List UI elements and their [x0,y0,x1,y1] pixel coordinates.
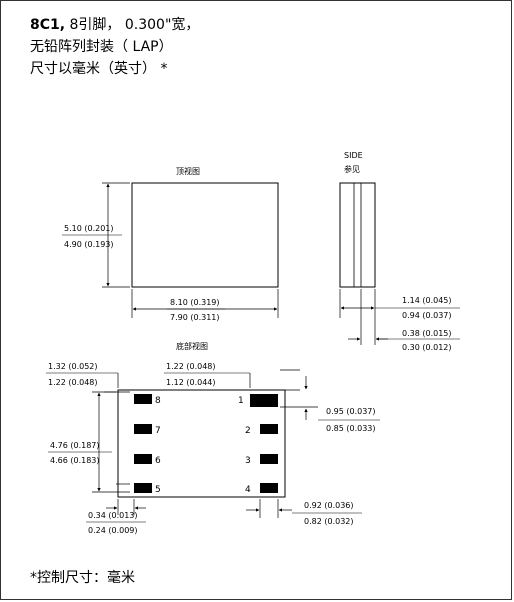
corner-min-label: 0.24 (0.009) [88,526,138,535]
side-view-label: SIDE [344,151,363,160]
pitch-min-label: 1.12 (0.044) [166,378,216,387]
title-block: 8C1, 8引脚， 0.300"宽， 无铅阵列封装（ LAP） 尺寸以毫米（英寸… [30,14,199,80]
title-line-3: 尺寸以毫米（英寸） * [30,61,168,77]
pad-6 [134,454,152,464]
side-view-body [339,182,376,288]
pad-1 [250,394,278,407]
title-line-1: 8C1, 8引脚， 0.300"宽， [30,14,199,36]
pin-label-1: 1 [238,396,244,406]
top-view-body [131,182,279,288]
package-description: 8引脚， 0.300"宽， [65,17,200,33]
pad-length-min-label: 0.82 (0.032) [304,517,354,526]
pad-2 [260,424,278,434]
pad-5 [134,483,152,493]
lead-thickness-min-label: 0.30 (0.012) [402,343,452,352]
height-max-label: 5.10 (0.201) [64,224,114,233]
bottom-view-body [117,389,286,498]
edge-left-max-label: 1.32 (0.052) [48,362,98,371]
pad-width-max-label: 0.95 (0.037) [326,407,376,416]
corner-max-label: 0.34 (0.013) [88,511,138,520]
pin-label-6: 6 [155,456,161,466]
bottom-view-label: 底部视图 [176,341,208,351]
width-min-label: 7.90 (0.311) [170,313,220,322]
pad-8 [134,394,152,404]
lead-thickness-max-label: 0.38 (0.015) [402,329,452,338]
title-line-2: 无铅阵列封装（ LAP） [30,39,173,55]
pin-label-3: 3 [245,456,251,466]
edge-left-min-label: 1.22 (0.048) [48,378,98,387]
package-code: 8C1, [30,17,66,33]
height-min-label: 4.90 (0.193) [64,240,114,249]
pad-width-min-label: 0.85 (0.033) [326,424,376,433]
pin-label-5: 5 [155,485,161,495]
pad-4 [260,483,278,493]
pin-label-7: 7 [155,426,161,436]
span-min-label: 4.66 (0.183) [50,456,100,465]
pad-3 [260,454,278,464]
thickness-max-label: 1.14 (0.045) [402,296,452,305]
thickness-min-label: 0.94 (0.037) [402,311,452,320]
pin-label-2: 2 [245,426,251,436]
side-view-label-2: 参见 [344,164,360,174]
pin-label-8: 8 [155,396,161,406]
pin-label-4: 4 [245,485,251,495]
footnote: *控制尺寸：毫米 [30,570,135,586]
pad-7 [134,424,152,434]
top-view-label: 顶视图 [176,166,200,176]
width-max-label: 8.10 (0.319) [170,298,220,307]
pitch-max-label: 1.22 (0.048) [166,362,216,371]
span-max-label: 4.76 (0.187) [50,441,100,450]
pad-length-max-label: 0.92 (0.036) [304,501,354,510]
